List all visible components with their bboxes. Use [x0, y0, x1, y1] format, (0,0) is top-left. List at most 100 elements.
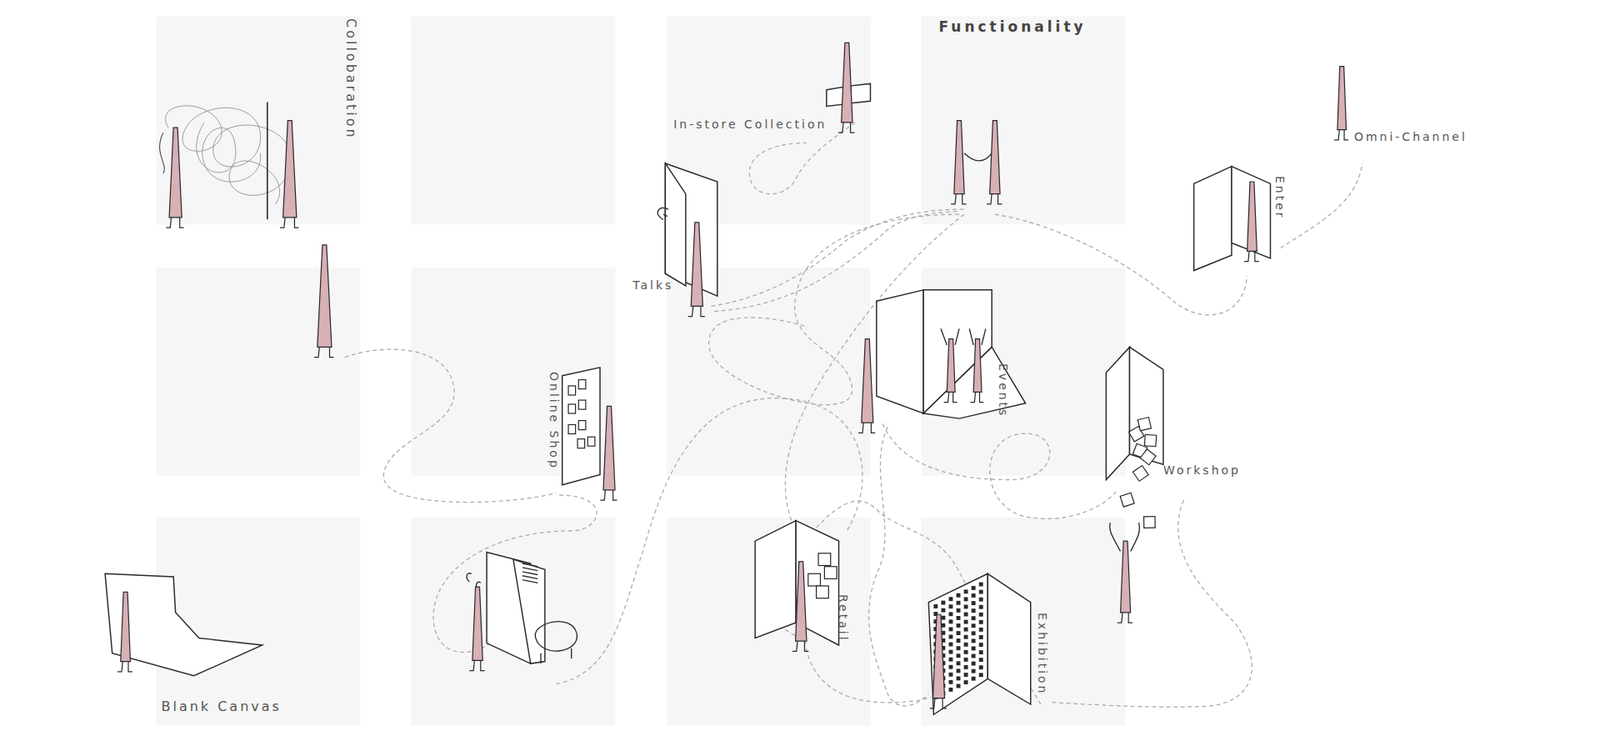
stick-figure [933, 614, 945, 698]
box [808, 573, 821, 586]
figure-legs [858, 422, 875, 433]
window-dot [979, 657, 984, 662]
stick-figure [861, 339, 874, 423]
window-dot [971, 630, 976, 635]
window-dot [956, 675, 961, 680]
window-dot [949, 650, 954, 655]
window-dot [956, 684, 961, 689]
thread [165, 105, 292, 205]
window-dot [964, 596, 969, 601]
window-dot [956, 593, 961, 598]
panel [795, 520, 839, 645]
figure-legs [944, 391, 958, 402]
window-dot [971, 661, 976, 666]
window-dot [956, 638, 961, 643]
figure-legs [792, 640, 809, 651]
dashed-path [555, 398, 863, 685]
window-dot [971, 638, 976, 643]
window-dot [956, 630, 961, 635]
window-dot [949, 596, 954, 601]
sofa [535, 621, 577, 664]
window-dot [956, 623, 961, 628]
window-dot [956, 615, 961, 620]
window-dot [949, 619, 954, 624]
shelf-line [522, 571, 538, 575]
window-dot [949, 665, 954, 670]
panel [1130, 346, 1164, 465]
stick-figure [795, 561, 807, 642]
section-label: Blank Canvas [160, 698, 281, 715]
linked-hands [964, 153, 992, 161]
window-dot [949, 611, 954, 616]
figure-legs [600, 490, 617, 500]
block [1120, 492, 1135, 507]
window-dot [949, 672, 954, 677]
stick-figure [169, 127, 182, 218]
stick-figure [1247, 181, 1258, 251]
box [818, 553, 831, 566]
figure-legs [314, 346, 334, 357]
window-dot [964, 650, 969, 655]
online-panel [562, 367, 600, 485]
figure-legs [688, 305, 705, 316]
stick-figure [990, 120, 1000, 195]
window-dot [979, 650, 984, 655]
window-dot [979, 597, 984, 602]
panel [928, 573, 988, 715]
window-dot [956, 608, 961, 613]
needle [266, 101, 269, 220]
window-dot [979, 590, 984, 595]
window-dot [971, 585, 976, 590]
figure-legs [165, 217, 184, 228]
dashed-path [345, 349, 556, 502]
window-dot [956, 645, 961, 650]
window-dot [949, 626, 954, 631]
window-dot [971, 645, 976, 650]
dashed-path [869, 426, 930, 706]
window-dot [979, 642, 984, 647]
figures [117, 42, 1349, 708]
window-dot [964, 657, 969, 662]
function-label: Events [995, 363, 1010, 418]
function-label: Retail [835, 594, 850, 643]
function-label: Talks [632, 278, 674, 293]
panel [755, 520, 796, 639]
window-dot [956, 653, 961, 658]
figure-legs [1117, 612, 1133, 623]
figure-legs [1244, 250, 1260, 261]
window-dot [964, 589, 969, 594]
grid [155, 16, 1125, 726]
window-dot [949, 642, 954, 647]
section-label: Collobaration [343, 18, 360, 140]
door [1194, 166, 1232, 271]
dashed-path [761, 500, 1041, 705]
stick-figure [973, 339, 982, 393]
window-dot [956, 668, 961, 673]
stick-figure [120, 591, 131, 661]
stick-figure [690, 222, 703, 306]
block [1140, 449, 1156, 465]
shelf [513, 559, 545, 664]
box [816, 585, 830, 599]
canvas-sheet [105, 573, 263, 675]
window-dot [964, 620, 969, 625]
door-leaf [665, 163, 685, 286]
window-dot [964, 612, 969, 617]
window-dot [971, 623, 976, 628]
function-label: Exhibition [1035, 612, 1050, 696]
grid-cell [155, 517, 360, 726]
window-dot [979, 665, 984, 670]
door [665, 163, 717, 296]
function-label: In-store Collection [673, 117, 827, 132]
window-dot [964, 605, 969, 610]
window-dot [964, 665, 969, 670]
function-label: Workshop [1163, 463, 1241, 478]
stick-figure [283, 120, 297, 218]
window-dot [979, 582, 984, 587]
figure-legs [280, 217, 299, 228]
window-dot [971, 600, 976, 605]
window-dot [979, 635, 984, 640]
window-dot [964, 680, 969, 685]
